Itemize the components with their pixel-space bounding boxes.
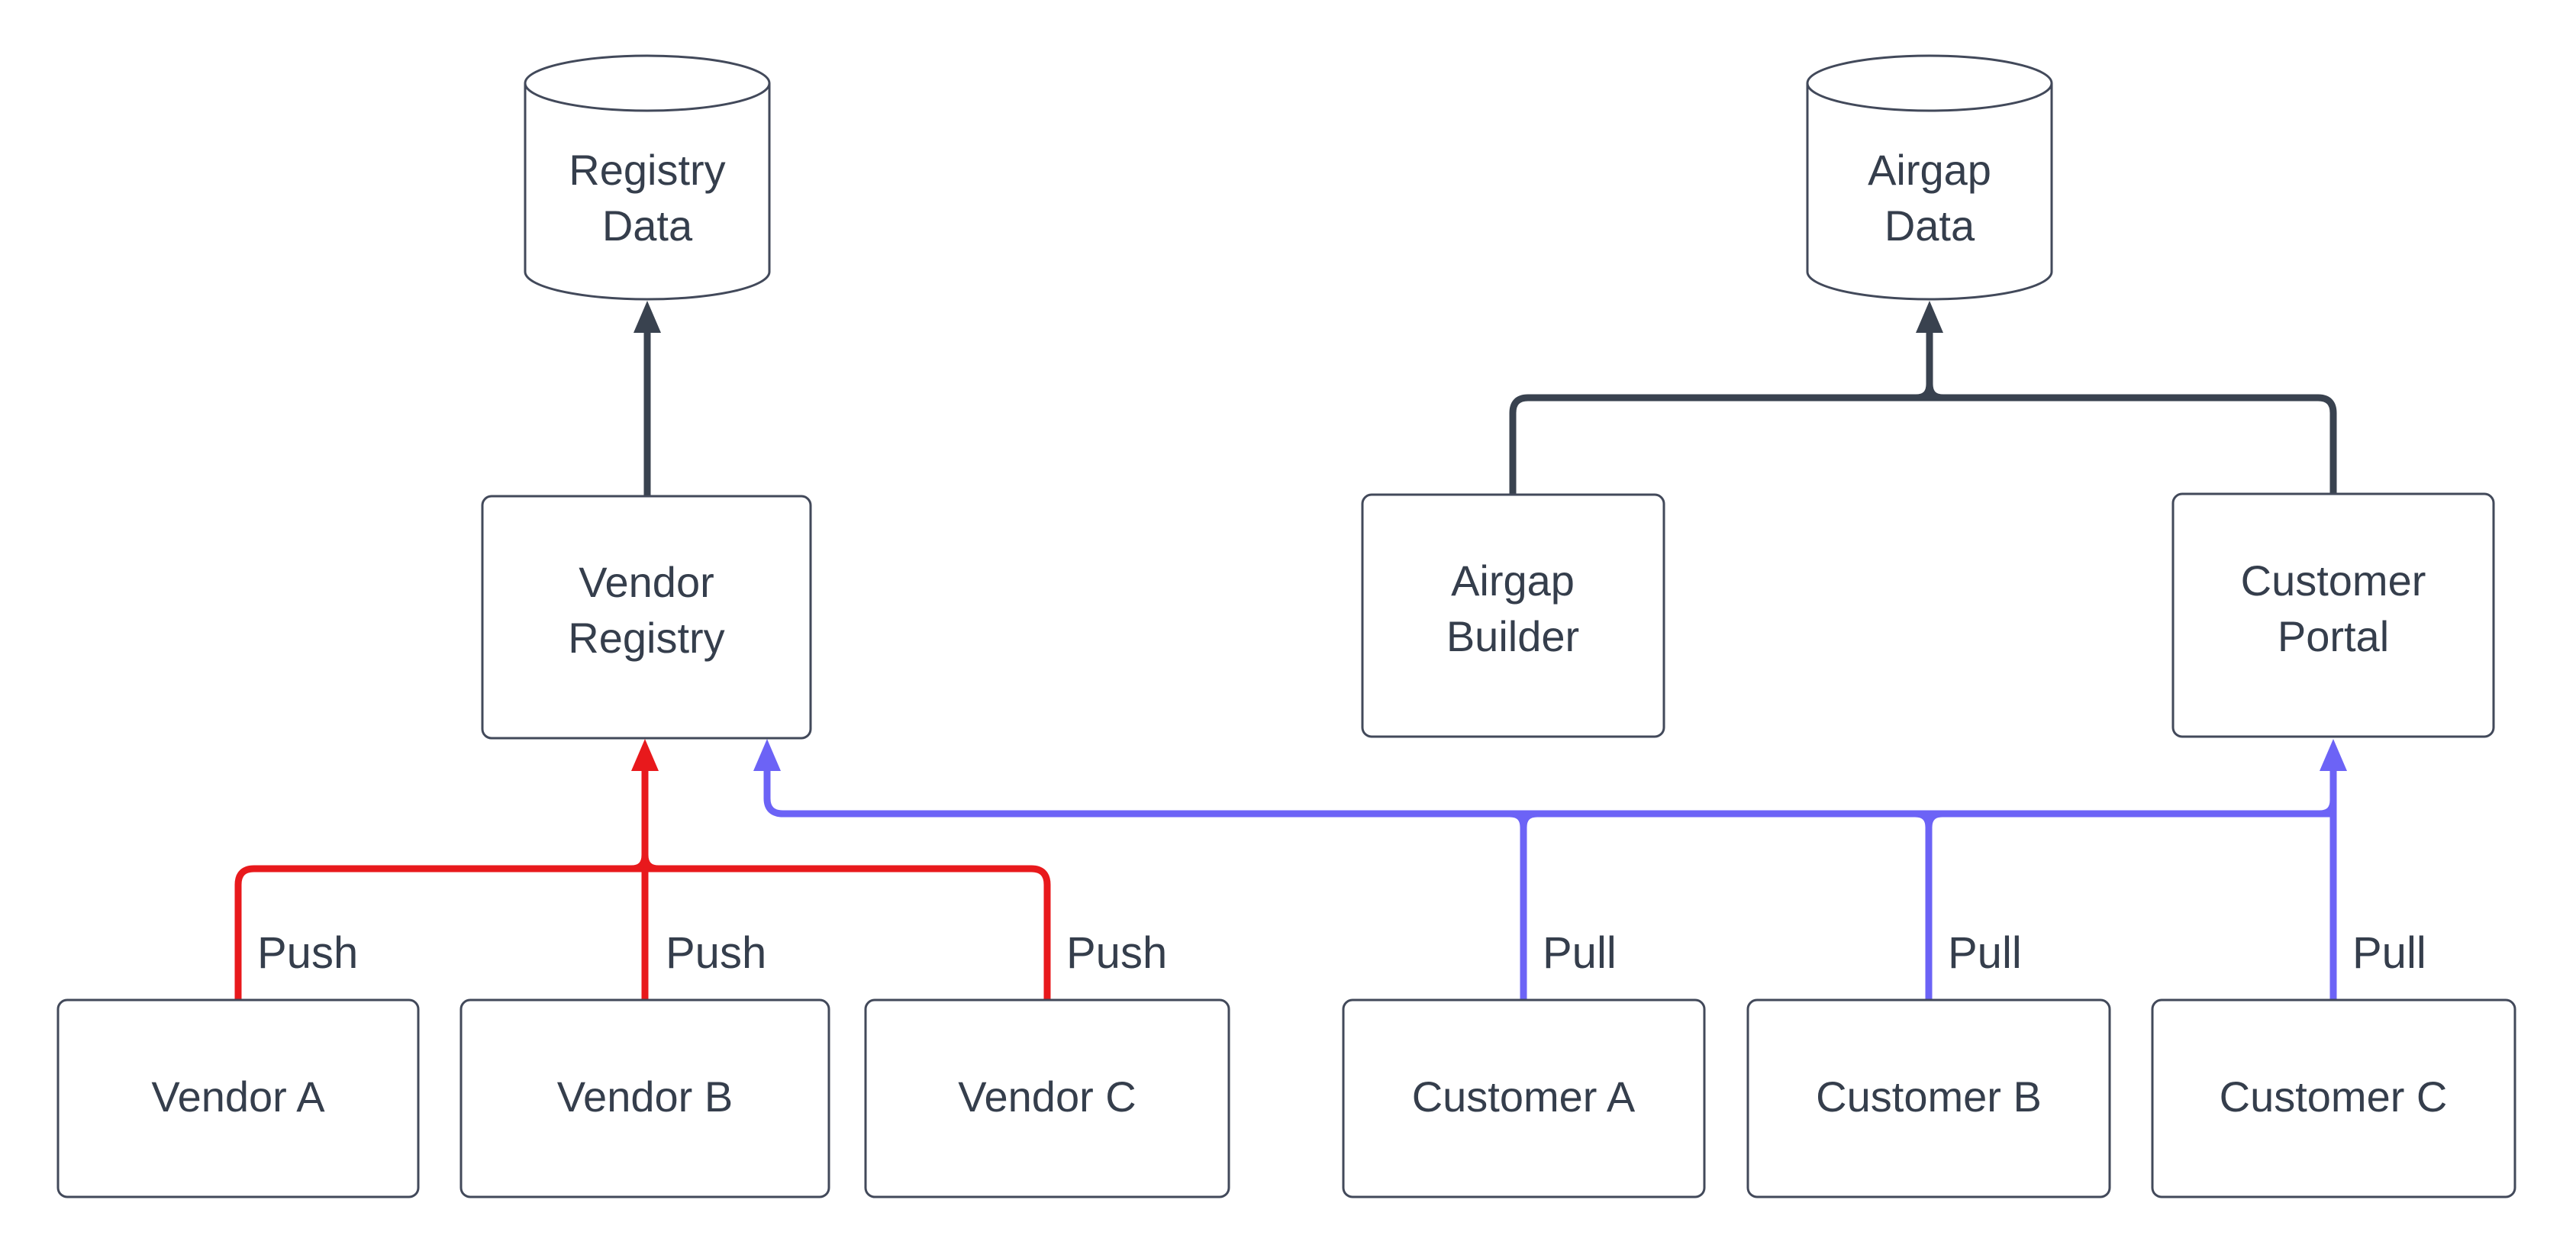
node-customer-portal: Customer Portal xyxy=(2171,492,2495,738)
node-vendor-registry: Vendor Registry xyxy=(481,495,812,740)
node-customer-a: Customer A xyxy=(1342,998,1706,1198)
cylinder-body xyxy=(524,83,771,301)
edge-label-push-vendor-b: Push xyxy=(666,928,766,978)
edge-group-push xyxy=(234,739,1051,1000)
node-label: Registry xyxy=(568,614,724,662)
node-label: Airgap xyxy=(1868,146,1991,194)
edge-junction-fillet xyxy=(1925,810,1943,828)
node-customer-c: Customer C xyxy=(2151,998,2516,1198)
node-customer-b: Customer B xyxy=(1746,998,2111,1198)
edge-junction-fillet xyxy=(2319,799,2337,818)
node-airgap-builder: Airgap Builder xyxy=(1361,493,1665,738)
edge-label-pull-customer-b: Pull xyxy=(1948,928,2022,978)
node-box xyxy=(2171,492,2495,738)
node-label: Customer A xyxy=(1412,1073,1636,1121)
arrowhead-up-icon xyxy=(2320,739,2347,771)
cylinder-top xyxy=(524,54,771,112)
cylinder-top xyxy=(1806,54,2053,112)
arrowhead-up-icon xyxy=(753,739,781,771)
edge-vendor-registry-to-registry-data xyxy=(634,301,661,496)
node-box xyxy=(56,998,420,1198)
node-label: Data xyxy=(1884,202,1975,250)
node-label: Portal xyxy=(2278,612,2389,660)
node-label: Customer B xyxy=(1816,1073,2042,1121)
node-box xyxy=(2151,998,2516,1198)
node-box xyxy=(1746,998,2111,1198)
edge-line xyxy=(1509,394,2337,495)
arrowhead-up-icon xyxy=(631,739,659,771)
cylinder-body xyxy=(1806,83,2053,301)
edge-junction-fillet xyxy=(1926,383,1944,402)
node-label: Builder xyxy=(1446,612,1579,660)
node-label: Vendor B xyxy=(557,1073,733,1121)
node-box xyxy=(864,998,1230,1198)
node-vendor-a: Vendor A xyxy=(56,998,420,1198)
node-airgap-data: Airgap Data xyxy=(1806,54,2053,301)
edge-label-push-vendor-a: Push xyxy=(257,928,358,978)
node-vendor-c: Vendor C xyxy=(864,998,1230,1198)
node-label: Vendor A xyxy=(151,1073,325,1121)
edge-junction-fillet xyxy=(1520,810,1538,828)
edge-label-pull-customer-c: Pull xyxy=(2352,928,2426,978)
node-label: Vendor C xyxy=(958,1073,1136,1121)
node-registry-data: Registry Data xyxy=(524,54,771,301)
arrowhead-up-icon xyxy=(1916,301,1943,333)
node-label: Data xyxy=(602,202,693,250)
edge-group-pull xyxy=(753,739,2347,1000)
node-label: Vendor xyxy=(579,558,714,606)
node-box xyxy=(481,495,812,740)
node-label: Registry xyxy=(569,146,725,194)
arrowhead-up-icon xyxy=(634,301,661,333)
edge-airgap-builder-and-customer-portal-to-airgap-data xyxy=(1509,301,2337,495)
node-box xyxy=(459,998,830,1198)
edge-line xyxy=(763,771,2333,818)
node-vendor-b: Vendor B xyxy=(459,998,830,1198)
node-box xyxy=(1361,493,1665,738)
node-label: Airgap xyxy=(1451,556,1575,605)
edge-junction-fillet xyxy=(641,854,659,873)
node-box xyxy=(1342,998,1706,1198)
node-label: Customer C xyxy=(2220,1073,2448,1121)
edge-label-pull-customer-a: Pull xyxy=(1543,928,1617,978)
edge-label-push-vendor-c: Push xyxy=(1066,928,1167,978)
node-label: Customer xyxy=(2241,556,2426,605)
